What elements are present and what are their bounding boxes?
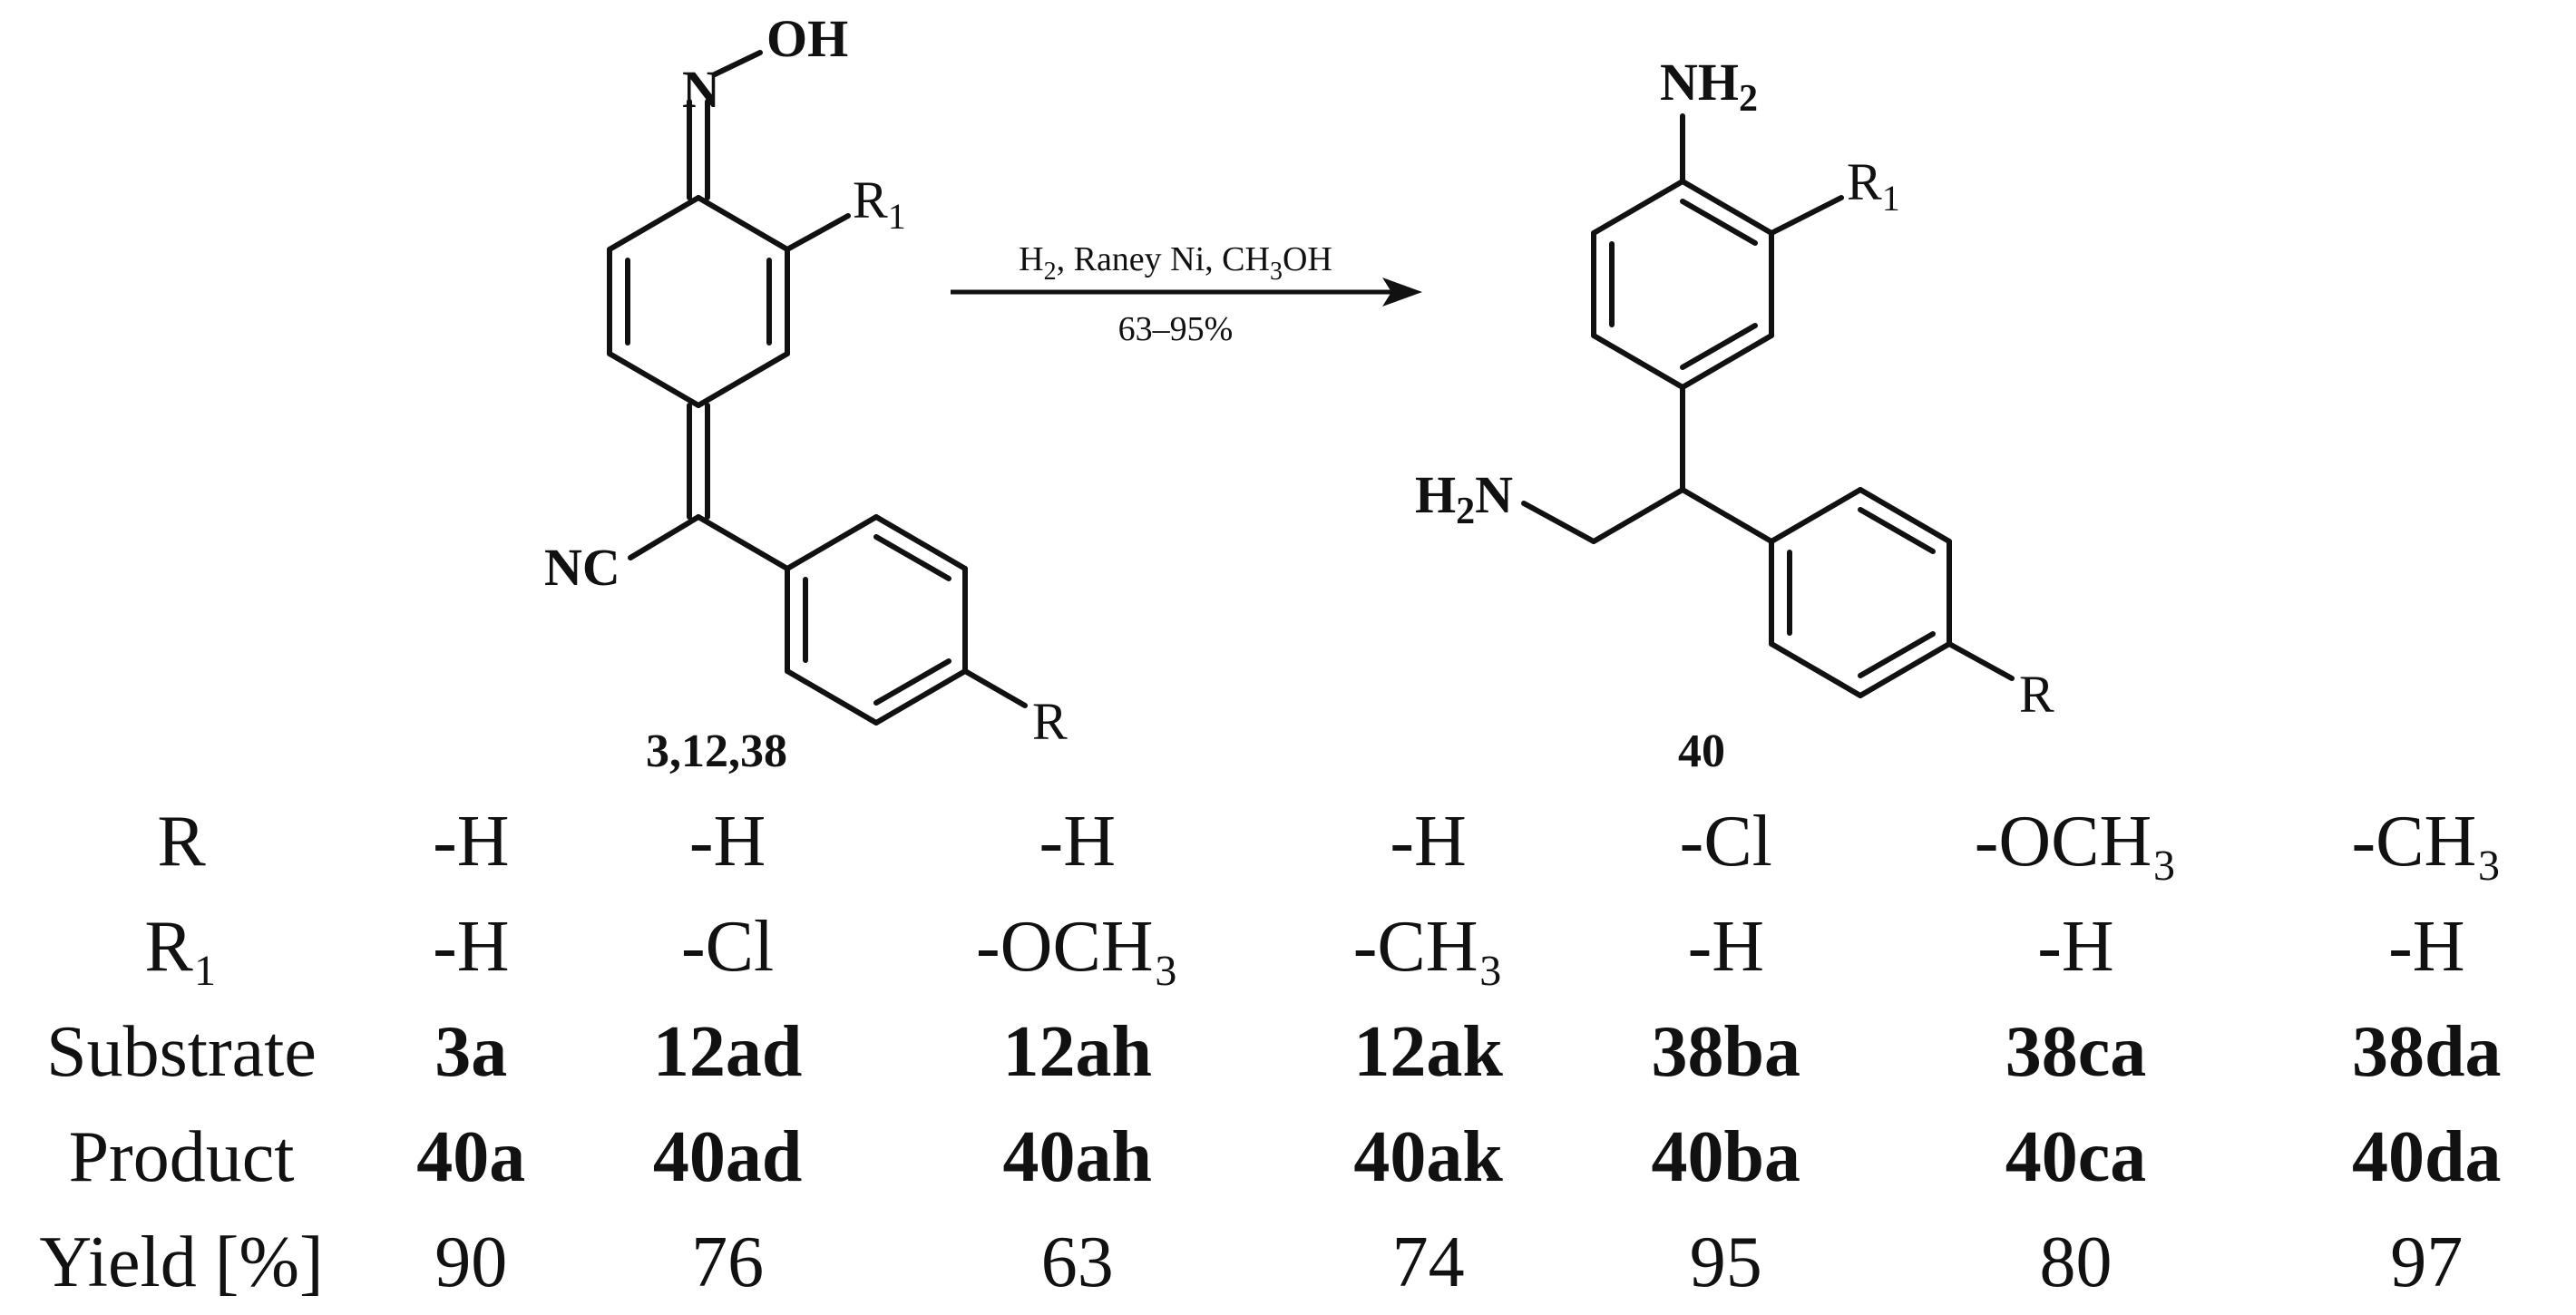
product-r-label: R [2019, 665, 2054, 724]
product-r1-label: R [1847, 152, 1882, 211]
table-row: R -H -H -H -H -Cl -OCH₃ -CH₃ [0, 789, 2576, 894]
oxime-nitrogen-label: N [682, 60, 720, 119]
reaction-arrow: H2, Raney Ni, CH3OH 63–95% [951, 240, 1422, 348]
svg-text:NH2: NH2 [1660, 53, 1758, 120]
product-amine-subscript: 2 [1739, 78, 1758, 120]
table-cell: 40a [416, 1116, 526, 1197]
table-cell: 40ba [1651, 1116, 1801, 1197]
svg-text:H2N: H2N [1415, 465, 1513, 532]
table-cell: 80 [2039, 1222, 2113, 1302]
table-cell: -H [688, 801, 766, 882]
reactant-r1-subscript: 1 [888, 196, 906, 237]
table-cell: 74 [1391, 1222, 1465, 1302]
reactant-r1-label: R [853, 170, 888, 229]
table-cell: 40ad [652, 1116, 803, 1197]
table-cell: -H [433, 906, 510, 987]
product-r1-subscript: 1 [1882, 178, 1900, 219]
table-cell: -OCH₃ [1974, 801, 2178, 882]
table-row: Yield [%] 90 76 63 74 95 80 97 [0, 1210, 2576, 1315]
table-cell: 40ca [2005, 1116, 2147, 1197]
table-cell: -CH₃ [2351, 801, 2503, 882]
product-structure: NH2 R1 H2N R 40 [1415, 53, 2054, 777]
row-header: R [157, 801, 206, 882]
table-cell: -H [2037, 906, 2114, 987]
table-cell: -H [2388, 906, 2465, 987]
reaction-conditions-reagents: H2, Raney Ni, CH3OH [1019, 240, 1332, 286]
table-cell: -Cl [680, 906, 775, 987]
table-cell: 12ad [652, 1011, 803, 1092]
hydroxyl-label: OH [766, 9, 848, 68]
table-cell: 3a [434, 1011, 508, 1092]
table-cell: 76 [691, 1222, 765, 1302]
table-cell: 38ba [1651, 1011, 1801, 1092]
table-cell: 12ah [1002, 1011, 1153, 1092]
table-row: Product 40a 40ad 40ah 40ak 40ba 40ca 40da [0, 1105, 2576, 1210]
product-aminomethyl-n-label: N [1475, 465, 1513, 524]
svg-text:R1: R1 [853, 170, 906, 237]
row-header: Yield [%] [39, 1222, 324, 1302]
table-cell: 40ah [1002, 1116, 1153, 1197]
reactant-r-label: R [1032, 692, 1068, 751]
table-cell: 12ak [1353, 1011, 1503, 1092]
product-amine-label: NH [1660, 53, 1739, 112]
reactant-compound-label: 3,12,38 [646, 726, 787, 777]
substituent-table: R -H -H -H -H -Cl -OCH₃ -CH₃ R₁ -H -Cl -OCH₃ -CH₃ -H -… [0, 789, 2576, 1315]
table-row: Substrate 3a 12ad 12ah 12ak 38ba 38ca 38da [0, 999, 2576, 1105]
table-cell: 38ca [2005, 1011, 2147, 1092]
table-cell: -CH₃ [1352, 906, 1504, 987]
table-cell: 95 [1689, 1222, 1762, 1302]
table-cell: -Cl [1679, 801, 1772, 882]
table-cell: -H [1390, 801, 1467, 882]
table-cell: 40ak [1353, 1116, 1503, 1197]
table-cell: 63 [1040, 1222, 1114, 1302]
product-aminomethyl-subscript: 2 [1456, 491, 1475, 532]
product-aminomethyl-h-label: H [1415, 465, 1456, 524]
nitrile-label: NC [544, 538, 620, 597]
row-header: Product [68, 1116, 295, 1197]
row-header: Substrate [46, 1011, 317, 1092]
table-cell: 97 [2390, 1222, 2464, 1302]
svg-text:R1: R1 [1847, 152, 1900, 219]
table-cell: 38da [2352, 1011, 2502, 1092]
table-cell: 40da [2352, 1116, 2502, 1197]
table-cell: -H [433, 801, 510, 882]
table-cell: -OCH₃ [976, 906, 1179, 987]
table-cell: -H [1039, 801, 1116, 882]
row-header: R₁ [144, 906, 219, 987]
product-compound-label: 40 [1678, 726, 1725, 777]
table-cell: 90 [434, 1222, 508, 1302]
table-row: R₁ -H -Cl -OCH₃ -CH₃ -H -H -H [0, 894, 2576, 999]
table-cell: -H [1687, 906, 1764, 987]
reactant-structure: OH N R1 NC R 3,12,38 [544, 9, 1068, 777]
reaction-conditions-yield: 63–95% [1118, 310, 1234, 348]
